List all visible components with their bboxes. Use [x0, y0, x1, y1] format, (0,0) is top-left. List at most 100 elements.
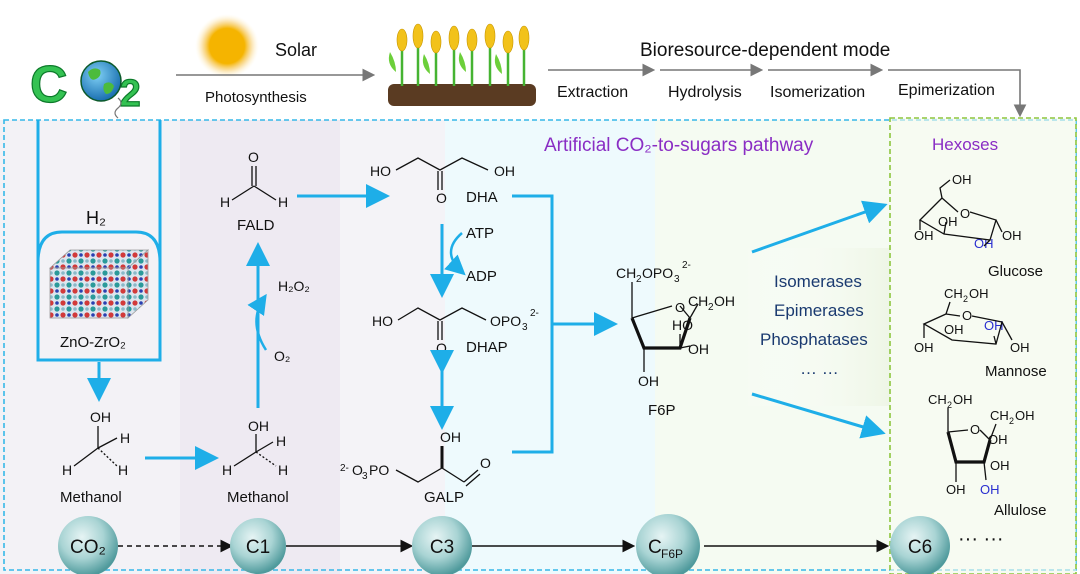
- step-extraction: Extraction: [557, 84, 628, 101]
- dha-structure: HO OH O: [370, 157, 515, 206]
- node-co2: CO₂: [58, 516, 118, 574]
- earth-icon: [80, 60, 122, 102]
- svg-text:OH: OH: [248, 418, 269, 434]
- svg-text:CH: CH: [616, 265, 636, 281]
- svg-text:OPO: OPO: [642, 265, 673, 281]
- svg-text:OH: OH: [494, 163, 515, 179]
- dhap-structure: HO OPO 3 2- O: [372, 307, 539, 356]
- svg-text:OH: OH: [988, 432, 1008, 447]
- atp-to-adp-curve: [444, 232, 466, 276]
- svg-text:2-: 2-: [682, 260, 691, 271]
- node-c1: C1: [230, 518, 286, 574]
- atp-label: ATP: [466, 225, 494, 242]
- svg-text:OH: OH: [638, 373, 659, 389]
- svg-text:O: O: [436, 190, 447, 206]
- svg-text:OH: OH: [440, 429, 461, 445]
- f6p-structure: CH 2 OPO 3 2- CH 2 OH HO OH OH O: [616, 260, 735, 389]
- pathway-title: Artificial CO₂-to-sugars pathway: [544, 135, 814, 156]
- svg-text:OH: OH: [714, 293, 735, 309]
- svg-text:H: H: [278, 194, 288, 210]
- solar-label: Solar: [275, 40, 317, 60]
- galp-label: GALP: [424, 489, 464, 506]
- svg-text:OH: OH: [944, 322, 964, 337]
- svg-text:H: H: [222, 462, 232, 478]
- aldol-merge-arrows: [512, 194, 618, 454]
- svg-text:OH: OH: [688, 341, 709, 357]
- h2-label: H₂: [86, 208, 106, 228]
- svg-text:O: O: [960, 206, 970, 221]
- svg-text:2: 2: [947, 400, 952, 410]
- methanol-structure-2: OH H H H: [222, 418, 288, 478]
- node-cf6p: C F6P: [636, 514, 700, 574]
- svg-text:H: H: [62, 462, 72, 478]
- mannose-label: Mannose: [985, 363, 1047, 380]
- svg-text:H: H: [220, 194, 230, 210]
- step-isomerization: Isomerization: [770, 84, 865, 101]
- svg-text:O: O: [675, 300, 685, 315]
- svg-text:HO: HO: [372, 313, 393, 329]
- o2-to-h2o2-curve: [247, 293, 268, 351]
- svg-text:HO: HO: [370, 163, 391, 179]
- svg-text:PO: PO: [369, 462, 389, 478]
- catalyst-crystal: [48, 249, 150, 319]
- svg-text:H: H: [278, 462, 288, 478]
- svg-text:OPO: OPO: [490, 313, 521, 329]
- svg-text:OH: OH: [90, 409, 111, 425]
- fald-label: FALD: [237, 217, 275, 234]
- co2-squiggle: [114, 97, 122, 119]
- reactor: [36, 120, 162, 362]
- methanol-label-2: Methanol: [227, 489, 289, 506]
- svg-text:CH: CH: [688, 293, 708, 309]
- process-steps: [548, 63, 1027, 118]
- allulose-label: Allulose: [994, 502, 1047, 519]
- step-epimerization: Epimerization: [898, 82, 995, 99]
- svg-text:OH: OH: [1010, 340, 1030, 355]
- hexose-frame: [889, 117, 1077, 574]
- photosynthesis-label: Photosynthesis: [205, 89, 307, 106]
- to-glucose-arrow: [751, 200, 888, 254]
- svg-text:H: H: [120, 430, 130, 446]
- svg-text:CH: CH: [990, 408, 1009, 423]
- svg-text:2-: 2-: [530, 308, 539, 319]
- svg-text:OH: OH: [969, 286, 989, 301]
- svg-text:O: O: [436, 340, 447, 356]
- svg-text:OH: OH: [1002, 228, 1022, 243]
- svg-text:2: 2: [1009, 416, 1014, 426]
- node-cf6p-main: C: [648, 537, 662, 558]
- glucose-label: Glucose: [988, 263, 1043, 280]
- svg-text:3: 3: [522, 322, 528, 333]
- svg-text:3: 3: [674, 274, 680, 285]
- dhap-label: DHAP: [466, 339, 508, 356]
- node-c3-label: C3: [430, 537, 454, 558]
- svg-text:2: 2: [708, 302, 714, 313]
- glucose-structure: OH O OH OH OH OH: [914, 172, 1022, 251]
- node-c6-label: C6: [908, 537, 932, 558]
- sun-icon: [195, 14, 259, 78]
- galp-structure: OH 2- O 3 PO O: [340, 429, 491, 487]
- hexoses-title: Hexoses: [932, 135, 998, 154]
- svg-text:2: 2: [636, 274, 642, 285]
- svg-text:CH: CH: [944, 286, 963, 301]
- node-cf6p-sub: F6P: [661, 547, 683, 561]
- f6p-label: F6P: [648, 402, 676, 419]
- to-allulose-arrow: [751, 392, 886, 439]
- crop-field-icon: [388, 23, 536, 106]
- trailing-dots: ··· ···: [958, 528, 1004, 550]
- svg-text:OH: OH: [1015, 408, 1035, 423]
- node-c1-label: C1: [246, 537, 270, 558]
- methanol-label-1: Methanol: [60, 489, 122, 506]
- svg-text:O: O: [970, 422, 980, 437]
- svg-text:H: H: [276, 433, 286, 449]
- h2o2-label: H₂O₂: [278, 278, 310, 294]
- enzyme-isomerases: Isomerases: [774, 272, 862, 291]
- node-c6: C6: [890, 516, 950, 574]
- svg-text:CH: CH: [928, 392, 947, 407]
- svg-text:O: O: [352, 462, 363, 478]
- enzyme-phosphatases: Phosphatases: [760, 330, 868, 349]
- svg-text:H: H: [118, 462, 128, 478]
- svg-text:O: O: [962, 308, 972, 323]
